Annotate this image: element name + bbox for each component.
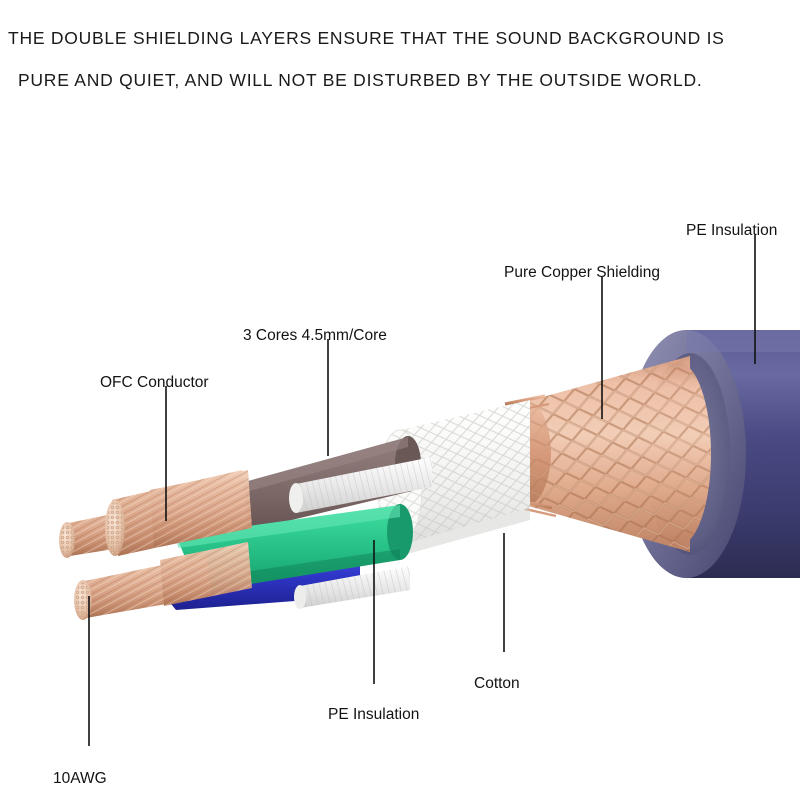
filler-lower-texture [300, 566, 410, 608]
cotton-underside-shade [400, 508, 530, 556]
ofc-lower-strands-ext [160, 542, 252, 606]
ofc-conductor-lower [74, 542, 252, 620]
callout-label-pe-insulation-outer: PE Insulation [686, 222, 778, 239]
headline-line-2: PURE AND QUIET, AND WILL NOT BE DISTURBE… [18, 70, 703, 90]
headline-line-1: THE DOUBLE SHIELDING LAYERS ENSURE THAT … [8, 28, 725, 48]
filler-upper-end [289, 483, 303, 513]
braid-loose-strand-top [504, 394, 546, 406]
copper-shielding-group [499, 356, 711, 552]
callout-label-ofc-conductor: OFC Conductor [100, 374, 209, 391]
callout-label-pure-copper-shielding: Pure Copper Shielding [504, 264, 660, 281]
ofc-conductor-mid [105, 470, 252, 556]
ofc-upper-face-strands [60, 523, 74, 557]
cotton-filler-lower [294, 566, 410, 609]
ofc-mid-strands-ext [150, 470, 252, 548]
ofc-mid-face-strands [106, 502, 124, 554]
outer-jacket-highlight [686, 330, 800, 352]
ofc-lower-face-strands [75, 582, 91, 618]
core-green-highlight [176, 505, 400, 548]
callout-label-pe-insulation-core: PE Insulation [328, 706, 420, 723]
copper-braid-weave [525, 356, 690, 552]
callout-label-10awg: 10AWG [53, 770, 107, 787]
filler-upper-texture [296, 457, 432, 513]
callout-label-cores-spec: 3 Cores 4.5mm/Core [243, 327, 387, 344]
core-green-end [387, 504, 413, 560]
cotton-filler-upper [289, 457, 432, 513]
callout-layer [88, 235, 756, 746]
cotton-weave [400, 400, 530, 545]
filler-lower-end [294, 585, 306, 609]
braid-in-bore-weave [645, 362, 711, 546]
callout-label-cotton: Cotton [474, 675, 520, 692]
